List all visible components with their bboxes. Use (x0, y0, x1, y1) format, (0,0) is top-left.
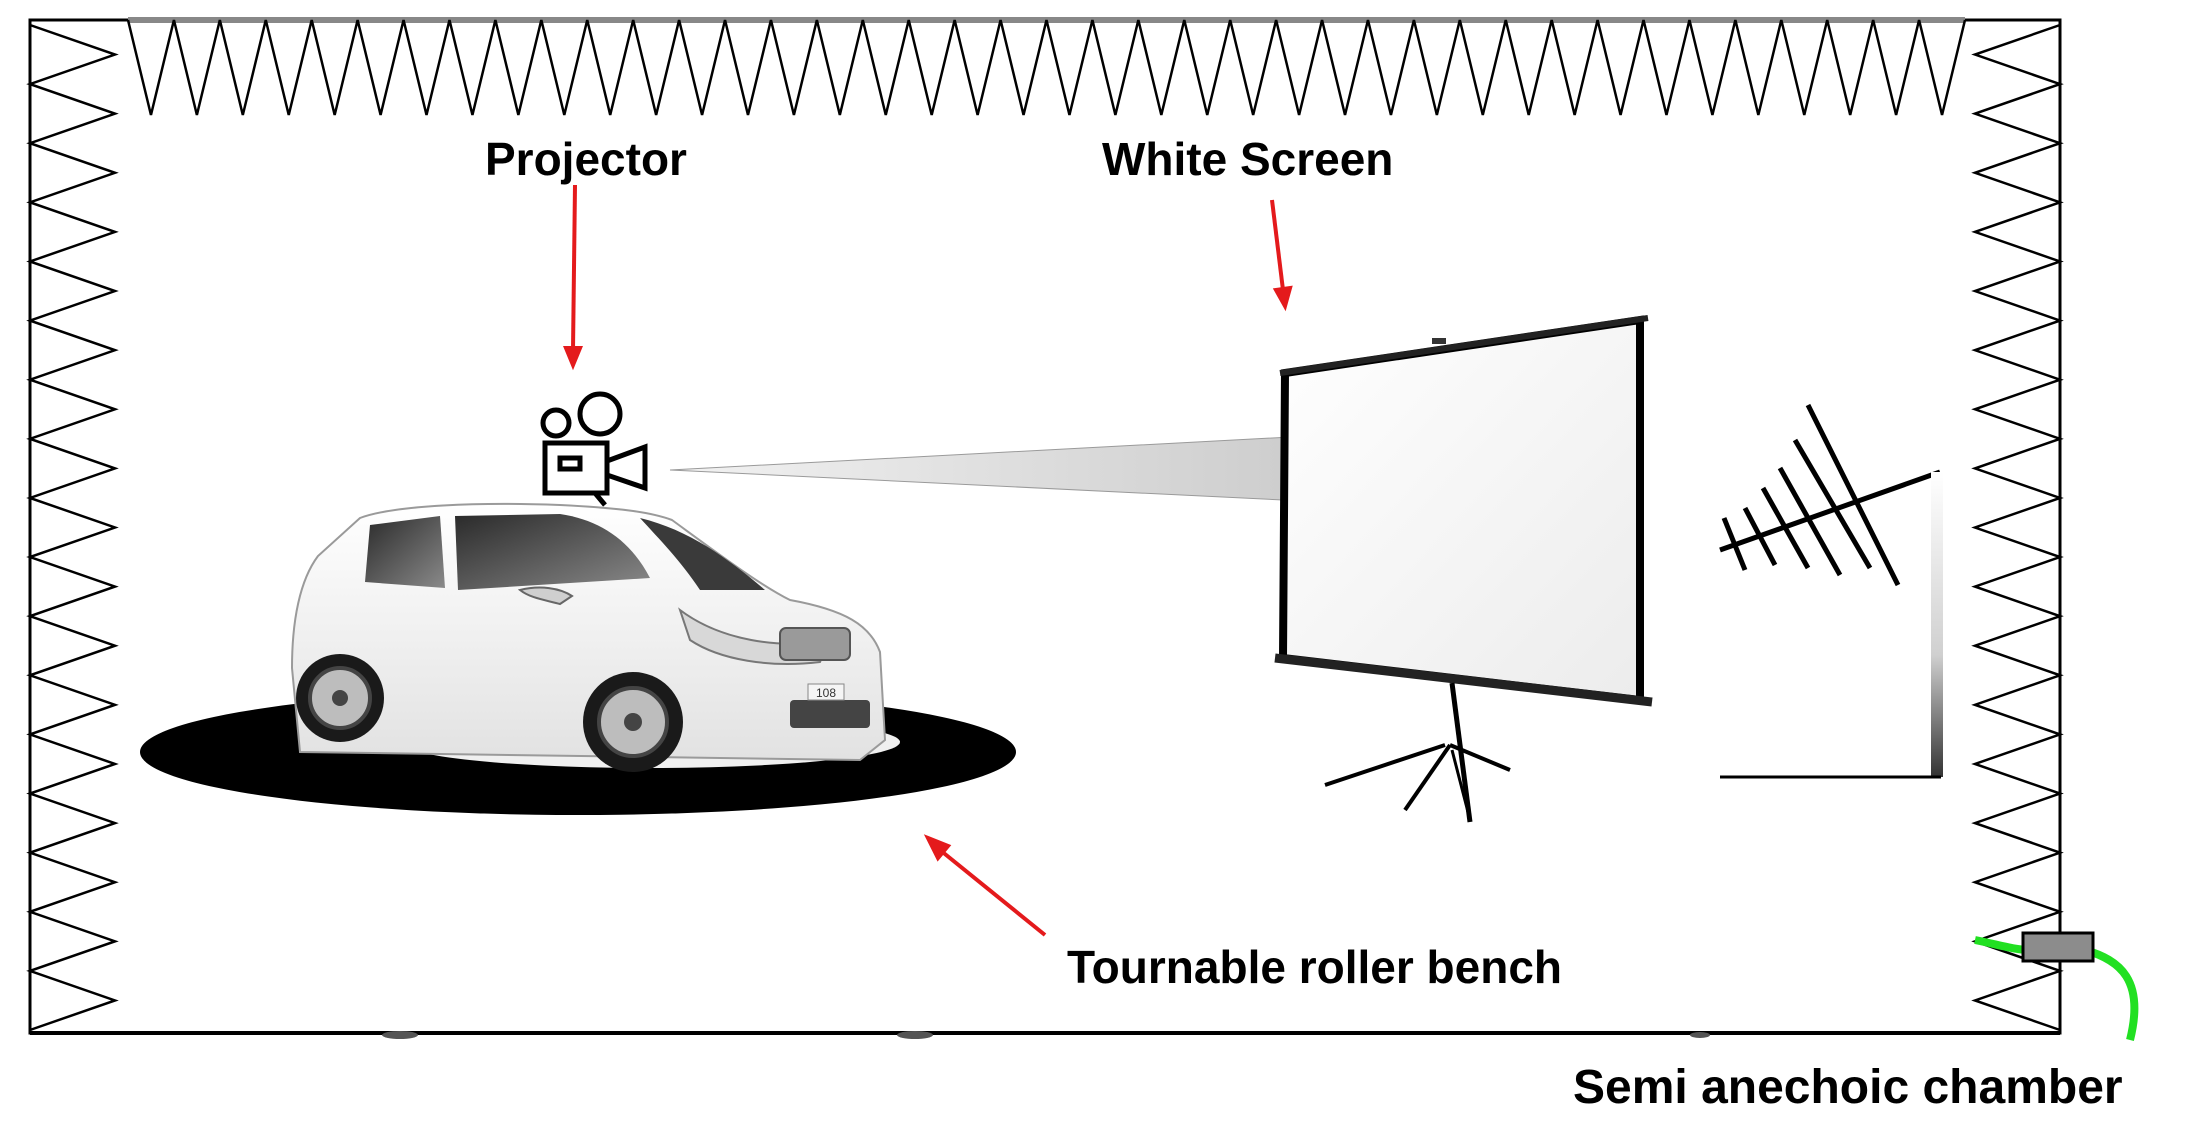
label-projector: Projector (485, 133, 687, 185)
absorber-cones-top (126, 19, 1967, 116)
absorber-zigzag (1971, 23, 2064, 1032)
label-white-screen: White Screen (1102, 133, 1394, 185)
label-roller-bench: Tournable roller bench (1067, 941, 1562, 993)
projector-screen (1274, 315, 1653, 823)
arrow-white-screen (1270, 199, 1293, 312)
arrow-projector (563, 184, 583, 371)
projection-beam (669, 431, 1386, 506)
log-periodic-antenna-icon (1719, 403, 1943, 779)
absorber-zigzag (126, 19, 1967, 116)
absorber-cones-left (26, 23, 119, 1032)
movie-camera-icon (540, 391, 648, 507)
arrow-roller-bench (923, 834, 1047, 937)
car-illustration: 108 (290, 502, 887, 772)
absorber-cones-right (1971, 23, 2064, 1032)
license-plate: 108 (816, 686, 836, 700)
label-chamber: Semi anechoic chamber (1573, 1061, 2123, 1114)
cable-connector-icon (1974, 931, 2139, 1041)
absorber-zigzag (26, 23, 119, 1032)
